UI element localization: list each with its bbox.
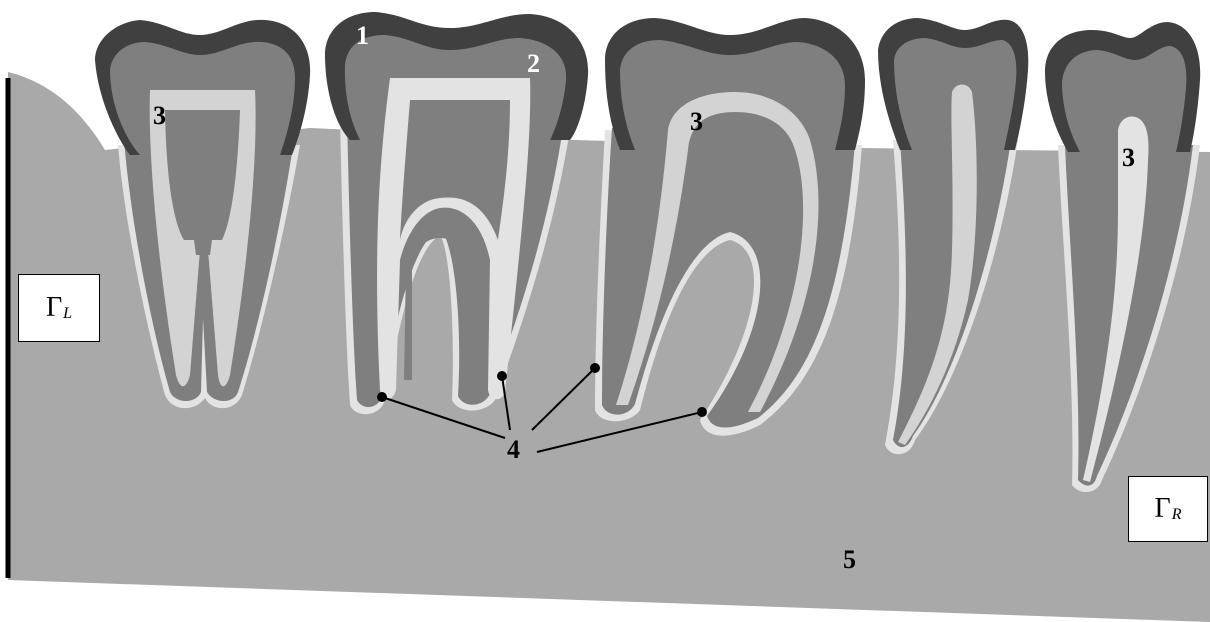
right-boundary-subscript: R — [1172, 506, 1182, 524]
label-pulp-tooth-3: 3 — [690, 107, 703, 136]
leader-dot-3 — [590, 363, 600, 373]
left-boundary-symbol: Γ — [46, 292, 62, 324]
leader-dot-2 — [497, 371, 507, 381]
label-bone: 5 — [843, 545, 856, 574]
label-pulp-tooth-5: 3 — [1122, 143, 1135, 172]
right-boundary-symbol: Γ — [1155, 493, 1171, 525]
label-dentin: 2 — [527, 49, 540, 78]
leader-dot-4 — [697, 407, 707, 417]
label-pulp-tooth-1: 3 — [153, 101, 166, 130]
label-enamel: 1 — [356, 21, 369, 50]
leader-dot-1 — [377, 392, 387, 402]
label-pdl: 4 — [507, 435, 520, 464]
left-boundary-subscript: L — [63, 305, 72, 323]
